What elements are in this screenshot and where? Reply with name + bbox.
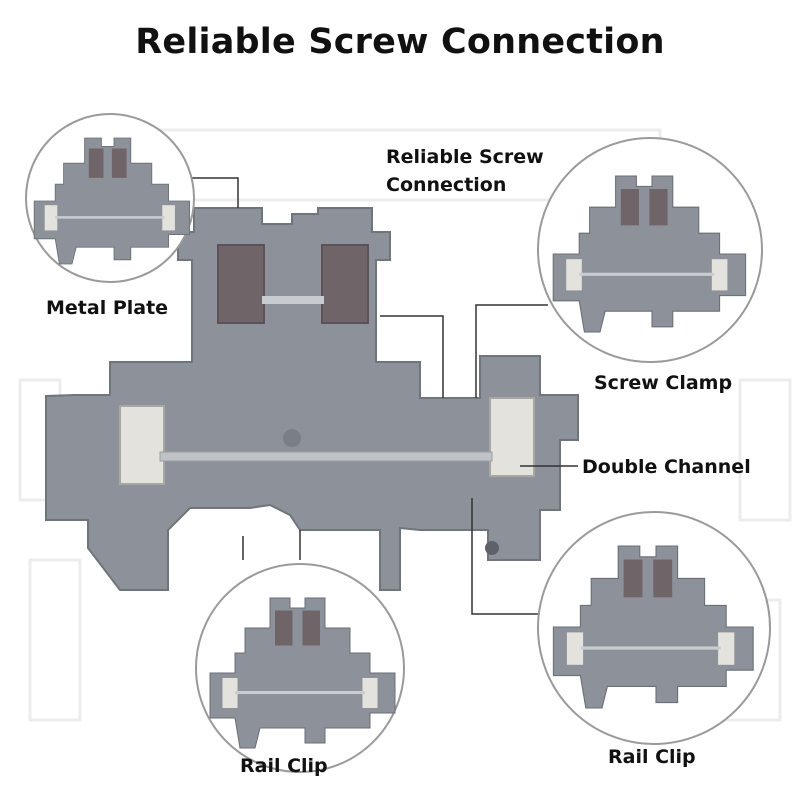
page-title: Reliable Screw Connection (135, 22, 665, 62)
callout-metal-plate: Metal Plate (46, 297, 169, 319)
callout-screw-clamp: Screw Clamp (594, 372, 733, 394)
detail-circle-top-left (25, 113, 195, 283)
callout-rail-clip-left: Rail Clip (240, 755, 328, 777)
main-terminal-block (45, 207, 579, 591)
clamp-plate-left (119, 405, 165, 485)
clamp-plate-right (489, 397, 535, 477)
screw-clamp-left (217, 244, 265, 324)
leader-lines (185, 177, 578, 615)
detail-circle-top-right (537, 137, 763, 363)
metal-bridge-bar (159, 451, 493, 462)
callout-double-channel: Double Channel (582, 456, 751, 478)
callout-screw-connection: Reliable Screw Connection (386, 146, 544, 196)
callout-rail-clip-right: Rail Clip (608, 746, 696, 768)
screw-clamp-right (321, 244, 369, 324)
detail-circle-bottom-left (195, 563, 405, 773)
detail-circle-bottom-right (537, 511, 771, 745)
